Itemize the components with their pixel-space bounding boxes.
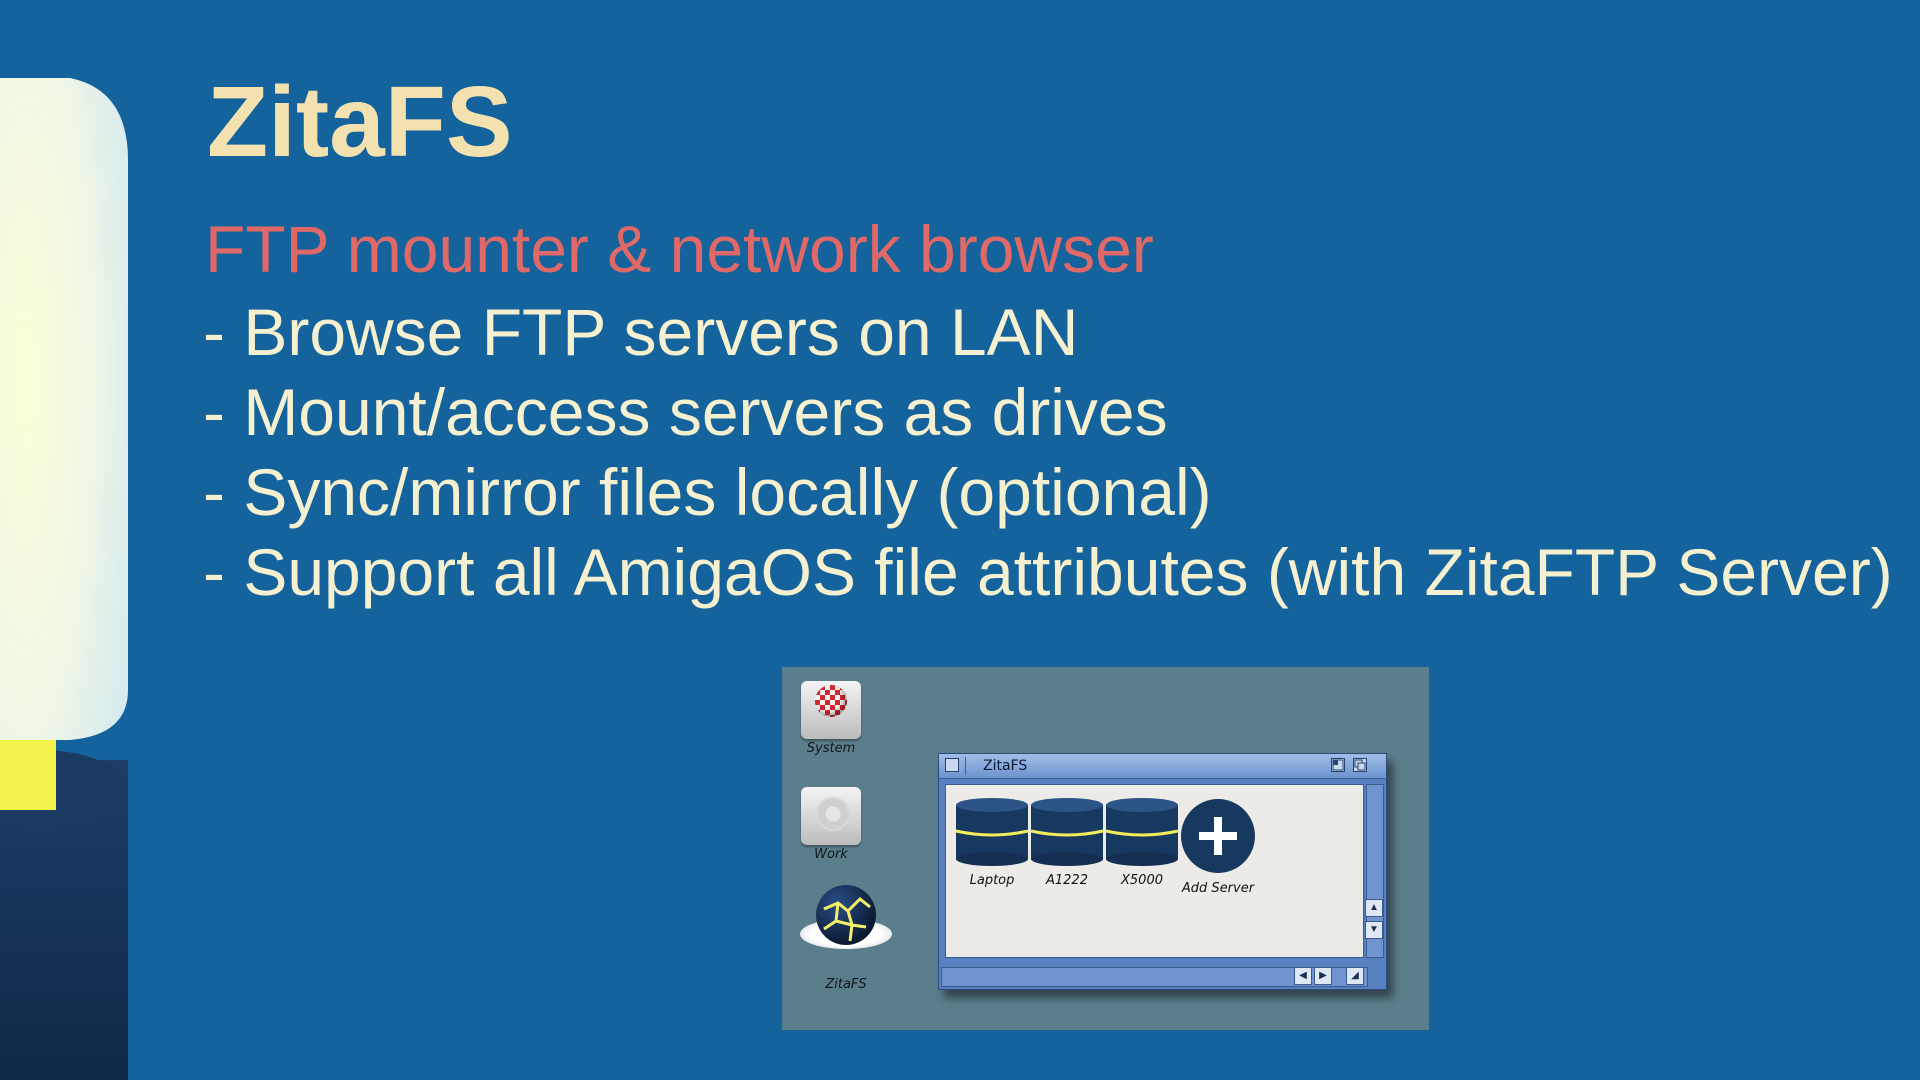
desktop-icon-work[interactable]: Work (796, 787, 866, 862)
depth-window-button[interactable] (1353, 758, 1367, 772)
zitafs-globe-icon (786, 885, 906, 955)
desktop-icon-system[interactable]: System (796, 681, 866, 756)
add-server-button[interactable]: Add Server (1168, 797, 1268, 896)
desktop-icon-label: ZitaFS (825, 977, 867, 992)
desktop-icon-label: Work (814, 847, 848, 862)
server-label: A1222 (1046, 873, 1088, 888)
plus-icon (1181, 799, 1255, 873)
horizontal-scrollbar[interactable]: ◀ ▶ ◢ (941, 967, 1368, 987)
window-content: Laptop A1222 X5000 (945, 784, 1364, 958)
zoom-window-button[interactable] (1331, 758, 1345, 772)
decorative-cylinder (0, 78, 128, 1080)
desktop-icon-label: System (806, 741, 856, 756)
server-label: Add Server (1181, 881, 1255, 896)
feature-item: - Support all AmigaOS file attributes (w… (203, 535, 1893, 609)
server-laptop[interactable]: Laptop (950, 797, 1034, 888)
feature-item: - Mount/access servers as drives (203, 375, 1168, 449)
server-a1222[interactable]: A1222 (1025, 797, 1109, 888)
close-window-button[interactable] (945, 758, 959, 772)
desktop-icon-zitafs[interactable]: ZitaFS (786, 885, 906, 992)
work-drive-icon (801, 787, 861, 845)
zitafs-window: ZitaFS Laptop (938, 753, 1387, 990)
scroll-left-button[interactable]: ◀ (1294, 967, 1312, 985)
scroll-up-button[interactable]: ▲ (1365, 899, 1383, 917)
feature-item: - Browse FTP servers on LAN (203, 295, 1079, 369)
resize-handle[interactable]: ◢ (1346, 967, 1364, 985)
slide-title: ZitaFS (207, 66, 513, 178)
server-drive-icon (1105, 798, 1179, 866)
scroll-down-button[interactable]: ▼ (1365, 921, 1383, 939)
window-title: ZitaFS (983, 758, 1028, 774)
feature-item: - Sync/mirror files locally (optional) (203, 455, 1212, 529)
server-drive-icon (955, 798, 1029, 866)
server-x5000[interactable]: X5000 (1100, 797, 1184, 888)
vertical-scrollbar[interactable]: ▲ ▼ (1365, 784, 1384, 958)
server-drive-icon (1030, 798, 1104, 866)
server-label: Laptop (969, 873, 1015, 888)
system-drive-icon (801, 681, 861, 739)
feature-list: - Browse FTP servers on LAN - Mount/acce… (203, 292, 1893, 612)
amiga-desktop-screenshot: System Work ZitaFS ZitaFS (782, 667, 1429, 1030)
window-titlebar[interactable]: ZitaFS (939, 754, 1386, 779)
server-label: X5000 (1121, 873, 1163, 888)
scroll-right-button[interactable]: ▶ (1314, 967, 1332, 985)
slide-subtitle: FTP mounter & network browser (205, 212, 1154, 286)
